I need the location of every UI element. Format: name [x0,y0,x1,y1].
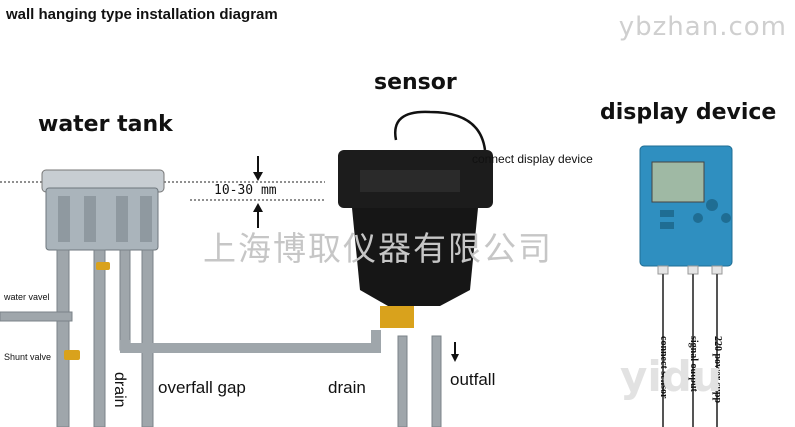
overfall-pipe [120,330,381,353]
label-sensor: sensor [374,70,457,95]
label-shunt-valve: Shunt valve [4,352,52,362]
outfall-arrow [451,342,459,362]
watermark-company: 上海博取仪器有限公司 [203,229,553,268]
diagram-title: wall hanging type installation diagram [6,6,278,23]
label-display-device: display device [600,100,777,125]
watermark-site-part2: zhan.com [652,12,787,42]
gap-arrow-top [253,156,263,181]
watermark-bottom: yidu [620,352,722,401]
label-overfall-gap: overfall gap [158,378,246,397]
watermark-site: ybzhan.com [619,12,787,42]
outfall-pipe [431,335,442,427]
label-connect-display: connect display device [472,152,593,166]
drain-pipe [397,335,408,427]
label-water-tank: water tank [38,112,173,137]
label-signal-output: signal output [688,336,699,392]
label-drain-left: drain [111,372,128,408]
label-power-supply: 220 power supp [712,336,723,404]
label-drain-mid: drain [328,378,366,397]
display-cables [662,274,718,427]
gap-arrow-bottom [253,203,263,228]
label-gap: 10-30 mm [214,183,277,198]
label-water-valve: water vavel [4,292,50,302]
tank-pipes [0,249,154,427]
water-valve-handle [96,262,110,270]
water-tank [41,169,165,251]
label-connect-sensor: connect sensor [658,336,669,399]
display-device [639,145,733,275]
label-outfall: outfall [450,370,496,389]
sensor-body [338,110,493,328]
shunt-valve-handle [64,350,80,360]
watermark-site-part1: yb [618,12,653,42]
